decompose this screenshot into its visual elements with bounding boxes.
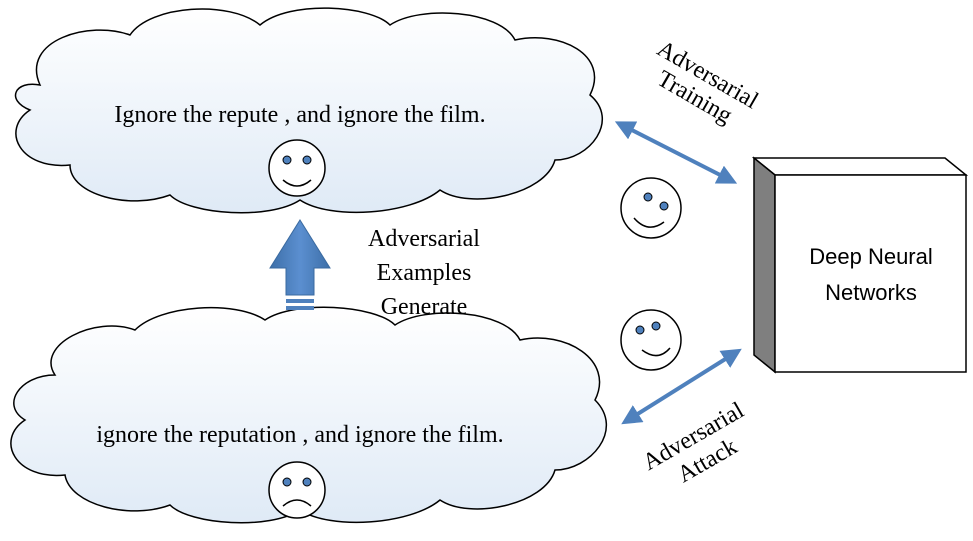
training-smiley-icon [620, 177, 682, 239]
generate-label-line3: Generate [381, 294, 468, 320]
training-label: Adversarial Training [653, 36, 763, 129]
attack-double-arrow [621, 348, 742, 425]
generate-label: Adversarial Examples Generate [368, 226, 480, 320]
bottom-cloud-sentence: ignore the reputation , and ignore the f… [96, 422, 503, 448]
training-double-arrow [614, 121, 738, 184]
happy-face-icon [268, 139, 326, 197]
top-cloud-sentence: Ignore the repute , and ignore the film. [114, 102, 485, 128]
sad-face-icon [268, 461, 326, 519]
generate-label-line1: Adversarial [368, 226, 480, 252]
generate-up-arrow-icon [269, 219, 331, 310]
top-cloud: Ignore the repute , and ignore the film. [14, 7, 603, 214]
bottom-cloud: ignore the reputation , and ignore the f… [10, 306, 608, 524]
dnn-box: Deep Neural Networks [751, 156, 969, 374]
dnn-box-line1: Deep Neural [809, 244, 933, 269]
generate-label-line2: Examples [377, 260, 472, 286]
attack-smiley-icon [620, 309, 682, 371]
dnn-box-line2: Networks [825, 280, 917, 305]
attack-label: Adversarial Attack [639, 397, 749, 488]
